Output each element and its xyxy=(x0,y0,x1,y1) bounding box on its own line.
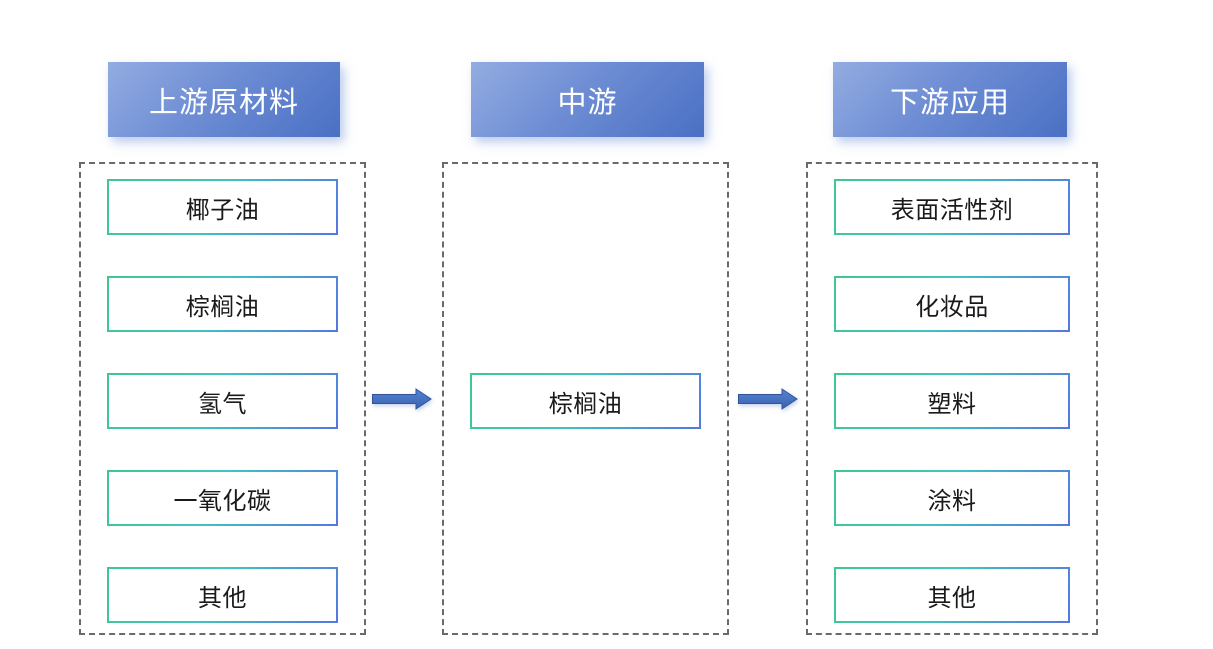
item-hydrogen: 氢气 xyxy=(107,373,338,429)
header-upstream: 上游原材料 xyxy=(108,62,340,137)
item-plastics: 塑料 xyxy=(834,373,1070,429)
item-other-downstream: 其他 xyxy=(834,567,1070,623)
item-surfactant: 表面活性剂 xyxy=(834,179,1070,235)
midstream-group: 棕榈油 xyxy=(442,162,729,635)
upstream-group: 椰子油 棕榈油 氢气 一氧化碳 其他 xyxy=(79,162,366,635)
item-palm-oil-midstream: 棕榈油 xyxy=(470,373,701,429)
arrow-right-icon xyxy=(372,388,432,410)
header-downstream: 下游应用 xyxy=(833,62,1067,137)
item-coconut-oil: 椰子油 xyxy=(107,179,338,235)
item-palm-oil-upstream: 棕榈油 xyxy=(107,276,338,332)
arrow-right-icon xyxy=(738,388,798,410)
item-cosmetics: 化妆品 xyxy=(834,276,1070,332)
item-coatings: 涂料 xyxy=(834,470,1070,526)
header-midstream: 中游 xyxy=(471,62,704,137)
item-carbon-monoxide: 一氧化碳 xyxy=(107,470,338,526)
downstream-group: 表面活性剂 化妆品 塑料 涂料 其他 xyxy=(806,162,1098,635)
item-other-upstream: 其他 xyxy=(107,567,338,623)
